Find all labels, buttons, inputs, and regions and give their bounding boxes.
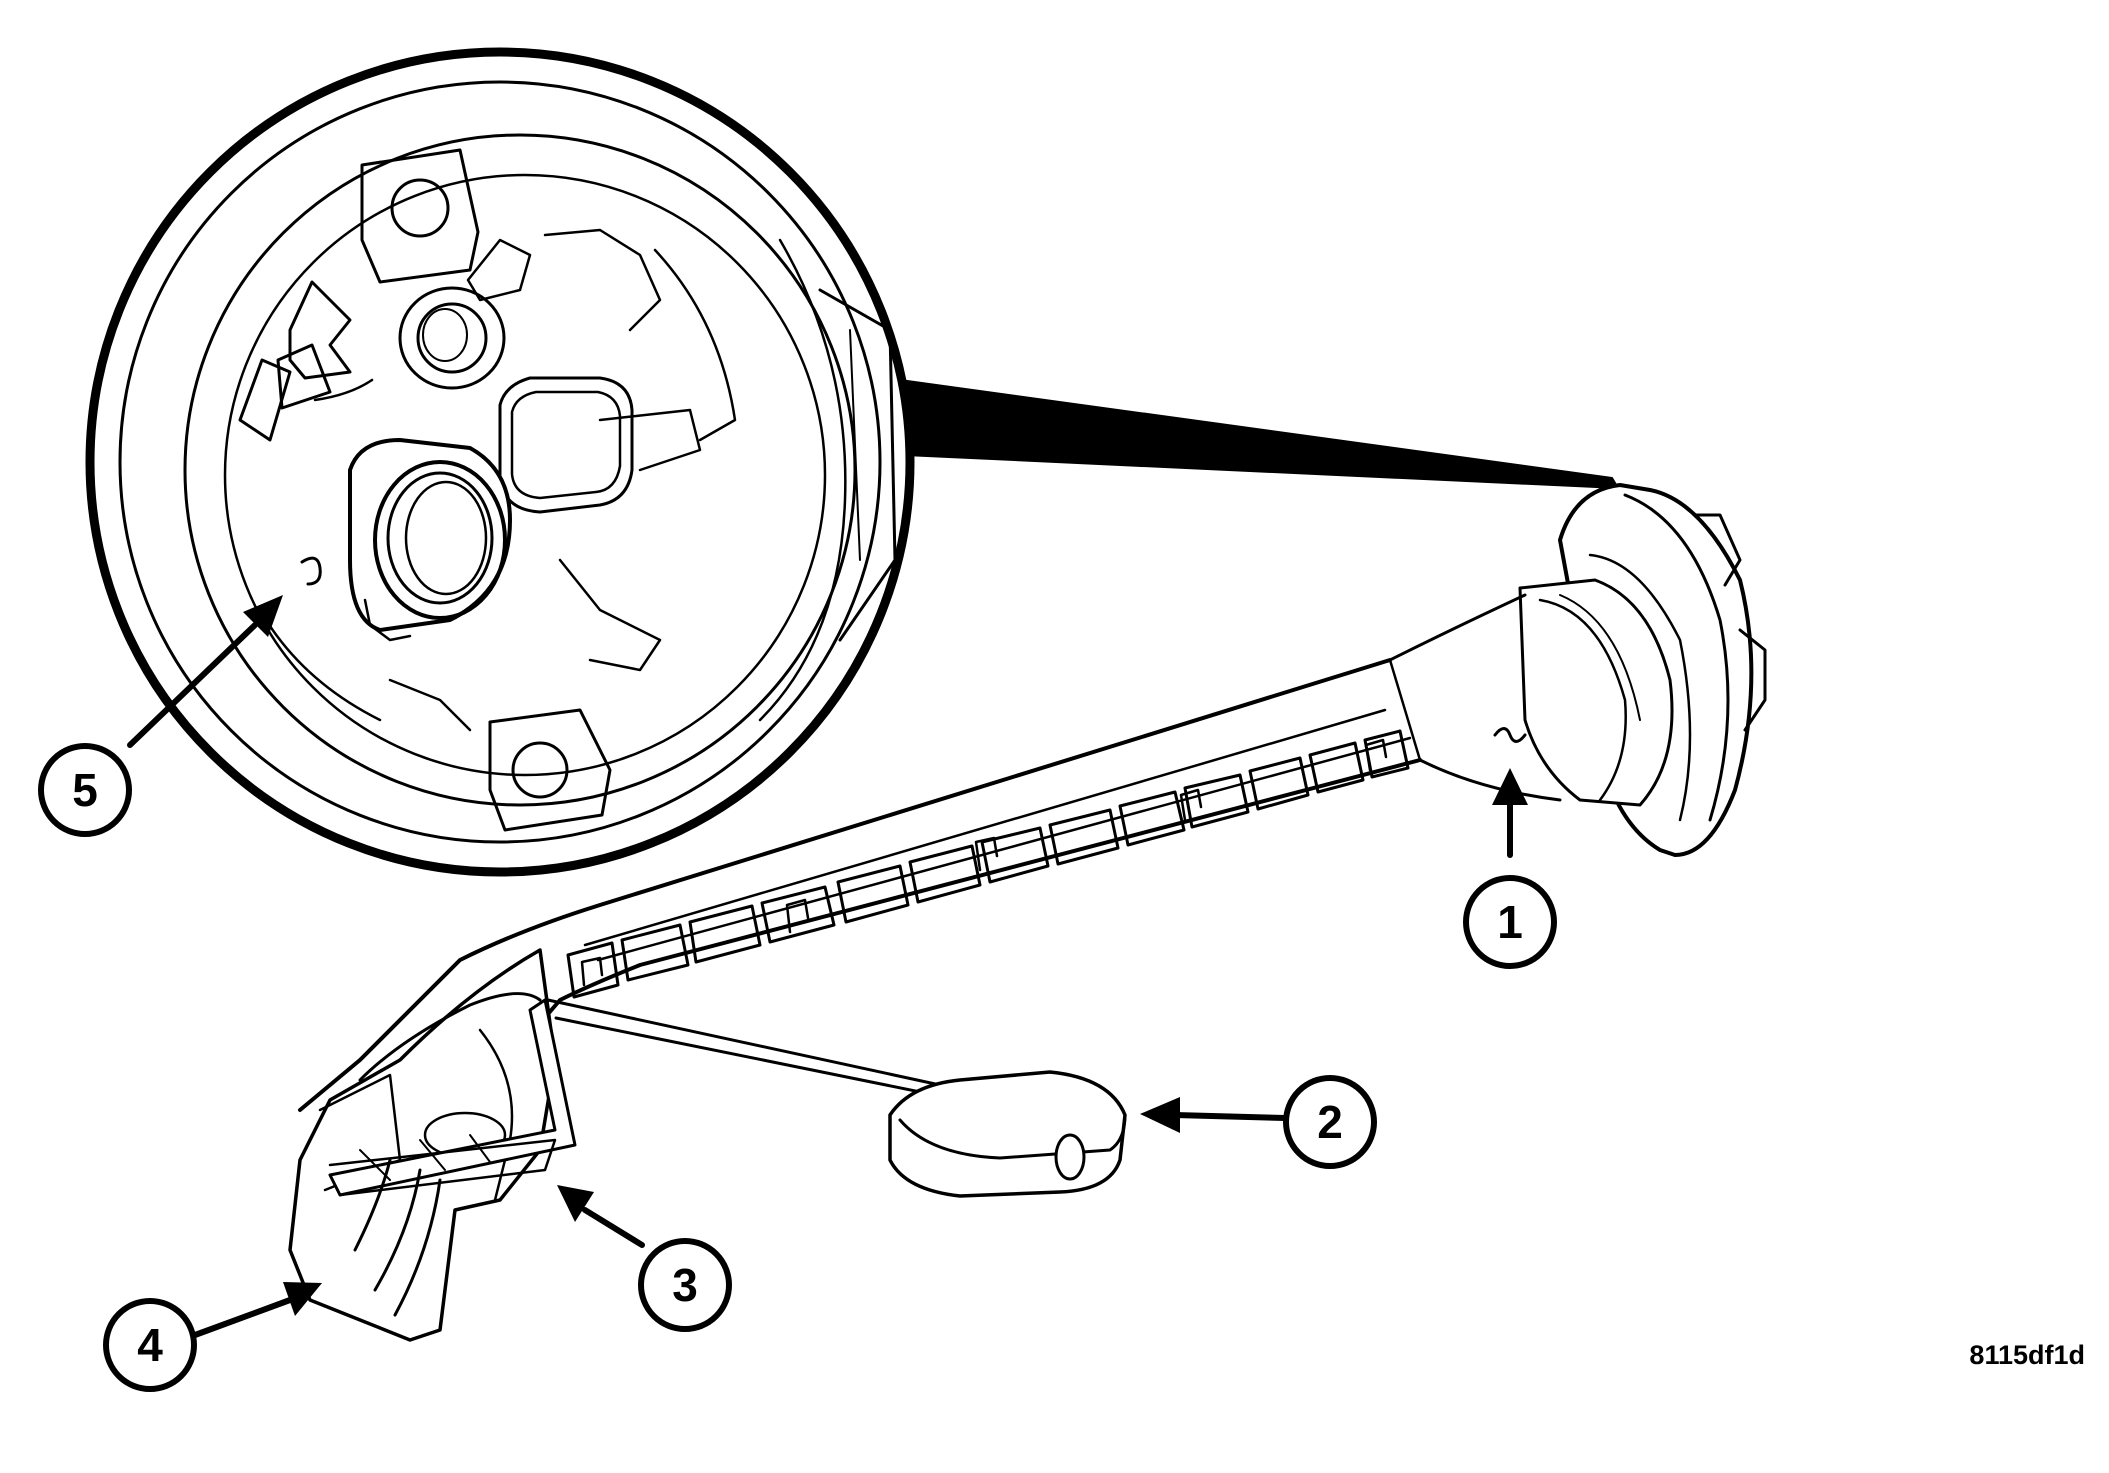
leader-2: [1172, 1112, 1288, 1121]
detail-view: [85, 47, 1619, 877]
leader-3: [582, 1207, 645, 1248]
leader-4: [192, 1297, 293, 1338]
callout-2: 2: [1283, 1075, 1377, 1169]
detail-pointer-wedge: [899, 379, 1619, 489]
callout-5: 5: [38, 743, 132, 837]
callout-3-number: 3: [672, 1259, 698, 1311]
sender-assembly: [288, 483, 1767, 1342]
callout-5-number: 5: [72, 764, 98, 816]
callout-1-number: 1: [1497, 896, 1523, 948]
callout-1: 1: [1463, 875, 1557, 969]
leader-lines: [127, 595, 1528, 1338]
callout-4-number: 4: [137, 1319, 163, 1371]
callout-2-number: 2: [1317, 1096, 1343, 1148]
leader-5: [127, 622, 258, 748]
callout-3: 3: [638, 1238, 732, 1332]
figure-id: 8115df1d: [1969, 1340, 2085, 1370]
callout-4: 4: [103, 1298, 197, 1392]
